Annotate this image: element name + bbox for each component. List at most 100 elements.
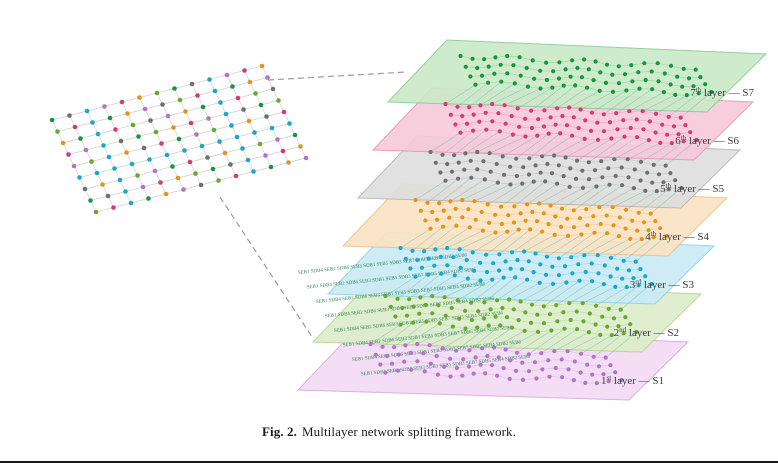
layer-node	[457, 247, 462, 252]
layer-node	[493, 55, 498, 60]
layer-node	[638, 159, 644, 164]
layer-node	[445, 161, 450, 167]
layer-node	[518, 299, 523, 304]
aggregate-network	[49, 63, 309, 215]
layer-node	[635, 135, 640, 140]
interlayer-link	[655, 94, 687, 115]
layer-node	[617, 215, 622, 220]
layer-node	[485, 202, 490, 207]
layer-node	[434, 217, 440, 222]
layer-node	[538, 262, 543, 267]
layer-node	[597, 88, 602, 93]
layer-node	[579, 232, 584, 237]
layer-node	[621, 331, 626, 336]
layer-node	[553, 365, 558, 371]
interlayer-link	[400, 228, 431, 249]
layer-node	[615, 127, 620, 132]
interlayer-link	[627, 142, 661, 160]
layer-node	[483, 110, 488, 115]
layer-node	[452, 153, 457, 158]
layer-node	[540, 229, 545, 234]
layer-node	[488, 169, 493, 174]
aggregate-node	[292, 132, 298, 138]
layer-node	[665, 132, 670, 137]
layer-node	[608, 274, 613, 279]
layer-node	[483, 371, 488, 376]
layer-node	[473, 217, 478, 222]
layer-node	[464, 121, 470, 126]
aggregate-node	[200, 104, 206, 110]
layer-node	[458, 130, 463, 135]
layer-node	[434, 353, 439, 359]
layer-label-s1: 1st layer — S1	[601, 374, 664, 387]
layer-nodes-s6	[443, 101, 699, 146]
layer-node	[475, 325, 480, 330]
layer-node	[681, 66, 686, 71]
layer-node	[571, 115, 576, 120]
layer-node	[552, 232, 557, 237]
layer-node	[532, 76, 537, 81]
layer-nodes-s5	[428, 149, 684, 194]
interlayer-link	[640, 142, 672, 163]
layer-node	[467, 225, 472, 230]
interlayer-link	[432, 278, 469, 297]
layer-node	[575, 65, 580, 71]
layer-node	[678, 115, 683, 120]
aggregate-node	[177, 97, 183, 103]
interlayer-link	[420, 275, 455, 298]
layer-node	[422, 369, 427, 374]
layer-node	[521, 165, 526, 170]
layer-node	[482, 57, 487, 62]
layer-node	[443, 178, 448, 183]
interlayer-link	[665, 139, 697, 166]
layer-node	[486, 64, 491, 69]
layer-node	[686, 76, 692, 81]
layer-node-edge	[390, 304, 626, 319]
layer-node	[421, 351, 426, 356]
layer-node	[534, 219, 540, 224]
layer-node	[526, 172, 532, 177]
layer-node	[537, 201, 542, 206]
layer-node	[539, 351, 544, 356]
layer-node	[541, 304, 546, 309]
layer-node	[611, 316, 617, 321]
layer-node	[543, 179, 548, 184]
layer-node	[578, 351, 584, 356]
layer-node	[576, 262, 581, 267]
layer-node	[440, 346, 445, 351]
interlayer-link	[468, 81, 502, 108]
aggregate-node	[95, 131, 101, 137]
layer-node	[413, 274, 418, 279]
layer-node	[549, 171, 555, 176]
aggregate-node	[83, 147, 89, 153]
layer-node	[512, 81, 517, 86]
aggregate-node	[125, 111, 130, 116]
layer-node	[511, 63, 516, 68]
layer-node	[469, 317, 474, 323]
layer-node	[584, 207, 589, 212]
layer-node	[505, 229, 510, 234]
layer-node	[451, 255, 456, 260]
layer-node	[509, 325, 515, 330]
interlayer-link	[523, 234, 555, 252]
layer-node	[594, 184, 599, 189]
layer-node	[449, 169, 455, 174]
layer-node	[622, 72, 628, 77]
interlayer-link	[447, 230, 484, 249]
layer-node	[589, 261, 594, 266]
layer-node	[447, 215, 452, 220]
aggregate-node	[60, 140, 66, 146]
layer-node	[636, 210, 641, 215]
layer-node	[437, 201, 442, 206]
interlayer-link	[530, 85, 564, 111]
interlayer-link	[556, 87, 588, 109]
layer-node	[615, 266, 620, 271]
aggregate-node	[265, 75, 270, 80]
layer-node	[586, 67, 591, 72]
layer-node	[666, 187, 671, 192]
interlayer-link	[429, 328, 466, 346]
layer-node	[489, 363, 495, 368]
aggregate-node	[152, 168, 158, 174]
interlayer-link	[408, 273, 442, 300]
interlayer-link	[515, 133, 549, 159]
